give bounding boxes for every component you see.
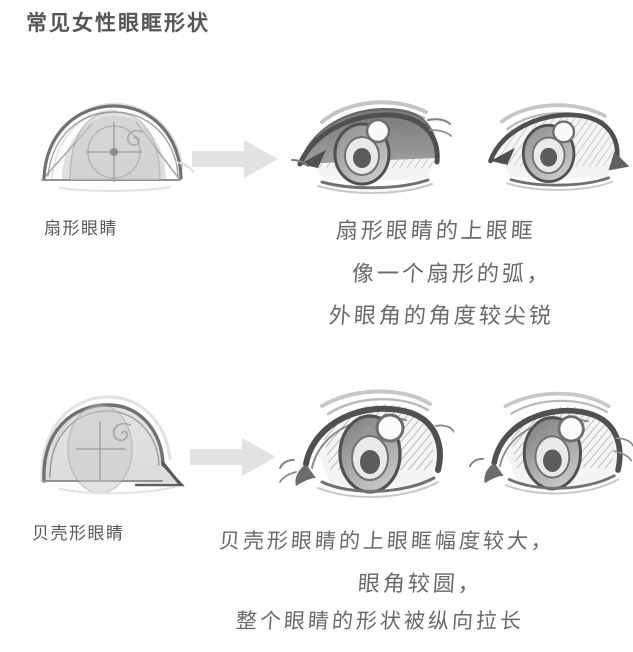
page-title: 常见女性眼眶形状 <box>26 11 210 35</box>
shape-label-fan: 扇形眼睛 <box>44 219 118 239</box>
shape-label-shell: 贝壳形眼睛 <box>32 524 125 544</box>
shell-note-line-3: 整个眼睛的形状被纵向拉长 <box>235 609 525 633</box>
shell-note-line-1: 贝壳形眼睛的上眼眶幅度较大， <box>218 529 556 553</box>
shell-eye-right <box>468 382 633 500</box>
shell-shape-diagram <box>30 385 195 505</box>
fan-note-line-3: 外眼角的角度较尖锐 <box>327 304 555 329</box>
shell-note-line-2: 眼角较圆， <box>356 572 484 597</box>
fan-eye-left <box>278 90 454 200</box>
shell-eye-left <box>278 382 455 500</box>
fan-eye-right <box>468 90 633 200</box>
fan-note-line-2: 像一个扇形的弧， <box>350 262 553 287</box>
arrow-right-icon <box>192 140 278 178</box>
fan-shape-diagram <box>30 88 195 198</box>
arrow-right-icon <box>190 438 276 476</box>
fan-note-line-1: 扇形眼睛的上眼眶 <box>334 219 537 244</box>
